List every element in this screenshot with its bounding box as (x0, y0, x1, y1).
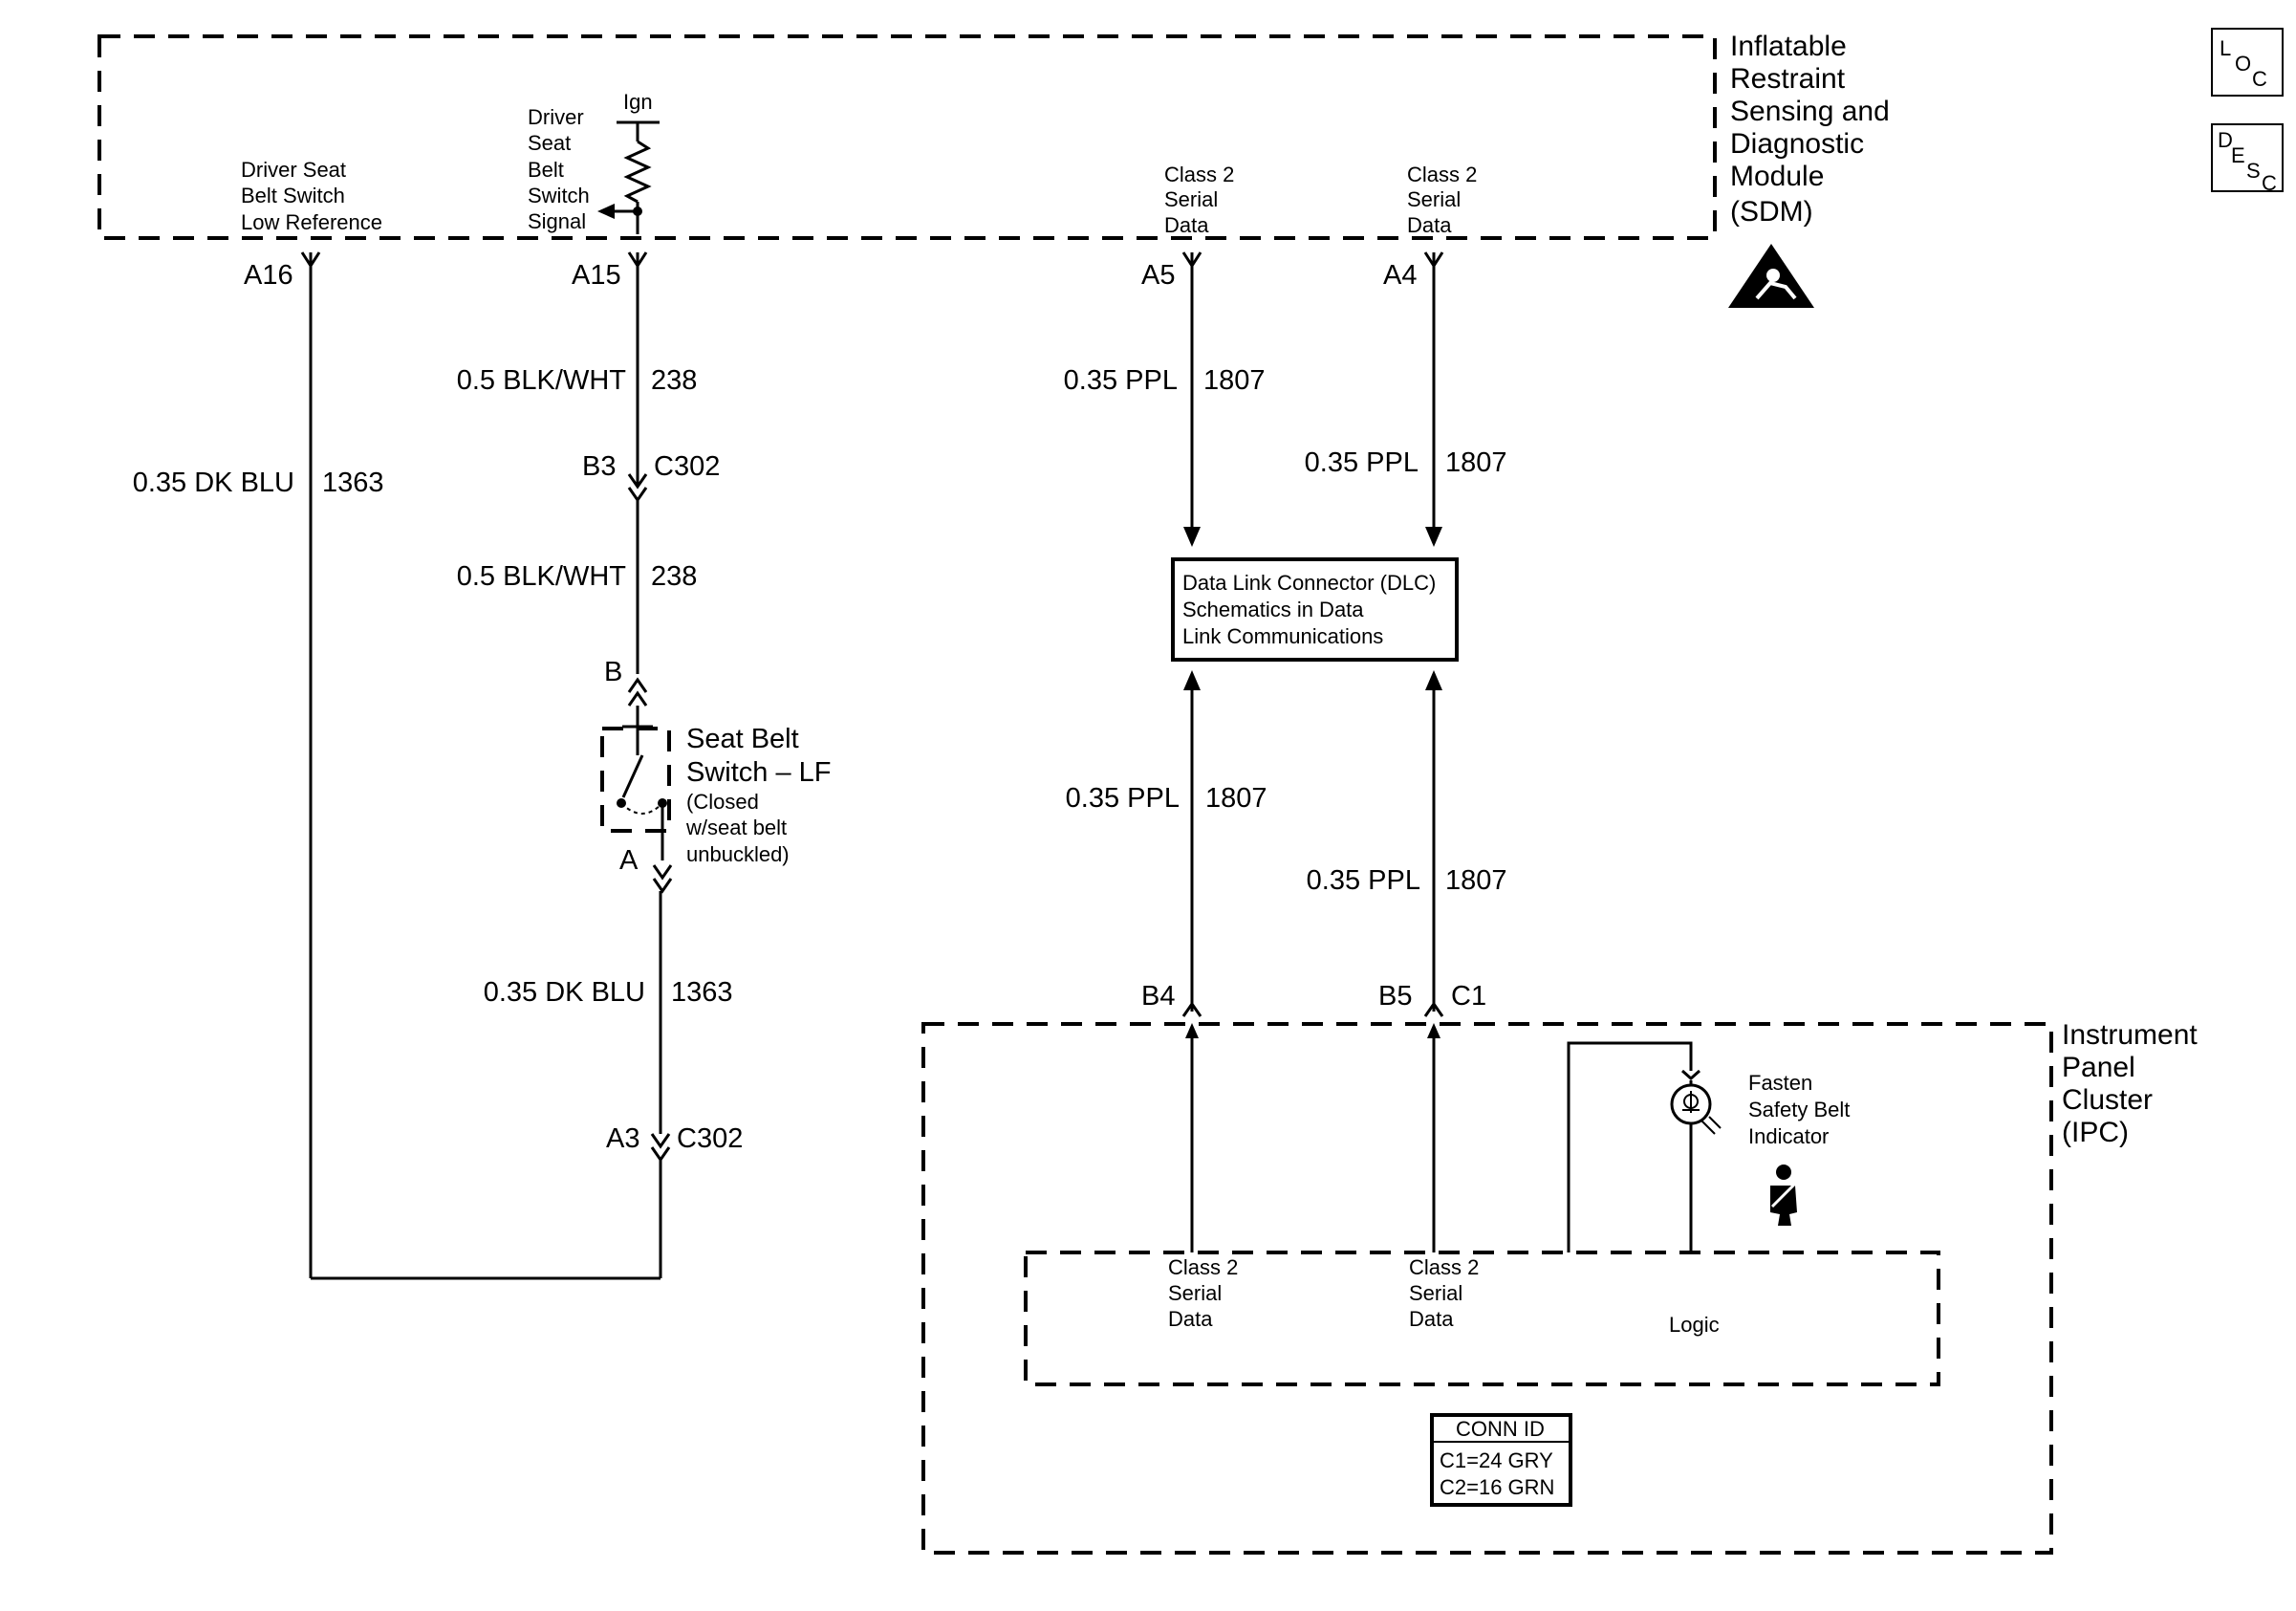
wire-1363-left-gauge: 0.35 DK BLU (133, 468, 294, 498)
wire-1807-b4-gauge: 0.35 PPL (1066, 783, 1180, 814)
svg-text:E: E (2231, 143, 2245, 167)
svg-text:L: L (2220, 36, 2231, 60)
ipc-b4-arrow-icon (1185, 1023, 1199, 1038)
ipc-serial-b5-label: Class 2 Serial Data (1409, 1255, 1484, 1331)
conn-id-row-c1: C1=24 GRY (1440, 1448, 1553, 1472)
pin-a5: A5 (1141, 260, 1175, 291)
pin-a16: A16 (244, 260, 293, 291)
dlc-label: Data Link Connector (DLC) Schematics in … (1182, 571, 1441, 648)
c302-lower-label: C302 (677, 1123, 743, 1154)
wire-238-upper-gauge: 0.5 BLK/WHT (457, 365, 627, 396)
indicator-connector-icon (1681, 1069, 1700, 1081)
fasten-belt-lamp-icon (1670, 1080, 1722, 1135)
pin-a15: A15 (572, 260, 621, 291)
sdm-module-boundary (97, 34, 1717, 240)
conn-id-title: CONN ID (1456, 1417, 1545, 1441)
arrow-b5-to-dlc-icon (1425, 670, 1442, 690)
indicator-feed-wire (1567, 1041, 1693, 1252)
ign-label: Ign (623, 90, 653, 114)
seat-belt-switch-title: Seat Belt Switch – LF (686, 724, 832, 788)
wire-238-upper-circuit: 238 (651, 365, 697, 396)
pin-a4: A4 (1383, 260, 1417, 291)
pin-c1: C1 (1451, 981, 1486, 1012)
c302-upper-label: C302 (654, 451, 720, 482)
svg-text:O: O (2235, 52, 2251, 76)
pin-b5-connector-icon (1423, 1001, 1444, 1017)
wire-1363-left-circuit: 1363 (322, 468, 384, 498)
c302-lower-connector-icon-2 (650, 1146, 671, 1163)
wire-238-lower-circuit: 238 (651, 561, 697, 592)
sdm-serial-a4-label: Class 2 Serial Data (1407, 163, 1483, 237)
ipc-title: Instrument Panel Cluster (IPC) (2062, 1019, 2205, 1148)
pin-b-connector-icon-2 (627, 690, 648, 707)
ipc-logic-box (1024, 1251, 1940, 1386)
c302-upper-connector-icon-2 (627, 487, 648, 503)
wire-1807-a4-circuit: 1807 (1445, 447, 1507, 478)
ipc-logic-label: Logic (1669, 1313, 1720, 1337)
wire-1807-a5-gauge: 0.35 PPL (1064, 365, 1178, 396)
seat-belt-switch-note: (Closed w/seat belt unbuckled) (685, 790, 792, 866)
dlc-box[interactable] (1171, 557, 1459, 662)
seat-belt-symbol-icon (1770, 1165, 1799, 1226)
sdm-signal-label: Driver Seat Belt Switch Signal (528, 105, 596, 233)
wire-1807-a4-gauge: 0.35 PPL (1305, 447, 1419, 478)
pin-b: B (604, 657, 622, 687)
arrow-a4-to-dlc-icon (1425, 527, 1442, 547)
wire-1807-a5-circuit: 1807 (1203, 365, 1266, 396)
pin-a: A (619, 845, 639, 876)
airbag-warning-icon (1728, 244, 1814, 308)
pin-b3: B3 (582, 451, 616, 482)
wire-238-lower-gauge: 0.5 BLK/WHT (457, 561, 627, 592)
wire-1363-lower-gauge: 0.35 DK BLU (484, 977, 645, 1008)
wire-1807-b5-circuit: 1807 (1445, 865, 1507, 896)
c302-lower-connector-icon (650, 1133, 671, 1149)
sdm-serial-a5-label: Class 2 Serial Data (1164, 163, 1240, 237)
svg-text:C: C (2252, 67, 2267, 91)
pin-a3: A3 (606, 1123, 639, 1154)
c302-upper-connector-icon (627, 473, 648, 490)
pin-b4-connector-icon (1181, 1001, 1202, 1017)
conn-id-table: CONN ID C1=24 GRY C2=16 GRN (1430, 1413, 1572, 1507)
seat-belt-switch-icon (600, 725, 671, 860)
sdm-title: Inflatable Restraint Sensing and Diagnos… (1730, 31, 1897, 228)
pin-b4: B4 (1141, 981, 1175, 1012)
pullup-resistor-icon (597, 120, 660, 234)
conn-id-row-c2: C2=16 GRN (1440, 1475, 1554, 1499)
pin-b-connector-icon (627, 677, 648, 693)
ipc-serial-b4-label: Class 2 Serial Data (1168, 1255, 1244, 1331)
ipc-b5-arrow-icon (1427, 1023, 1440, 1038)
fasten-belt-indicator-label: Fasten Safety Belt Indicator (1748, 1071, 1856, 1148)
svg-text:C: C (2262, 171, 2277, 195)
wire-1363-lower-circuit: 1363 (671, 977, 733, 1008)
svg-text:S: S (2246, 159, 2261, 183)
arrow-b4-to-dlc-icon (1183, 670, 1201, 690)
loc-icon[interactable]: L O C (2211, 28, 2284, 97)
pin-b5: B5 (1378, 981, 1412, 1012)
desc-icon[interactable]: D E S C (2211, 123, 2284, 195)
pin-a-connector-icon (652, 864, 673, 881)
wire-1807-b5-gauge: 0.35 PPL (1307, 865, 1420, 896)
sdm-low-reference-label: Driver Seat Belt Switch Low Reference (241, 158, 382, 234)
pin-a-connector-icon-2 (652, 878, 673, 894)
arrow-a5-to-dlc-icon (1183, 527, 1201, 547)
wire-1807-b4-circuit: 1807 (1205, 783, 1267, 814)
ipc-module-boundary (921, 1022, 2053, 1555)
svg-text:D: D (2218, 128, 2233, 152)
